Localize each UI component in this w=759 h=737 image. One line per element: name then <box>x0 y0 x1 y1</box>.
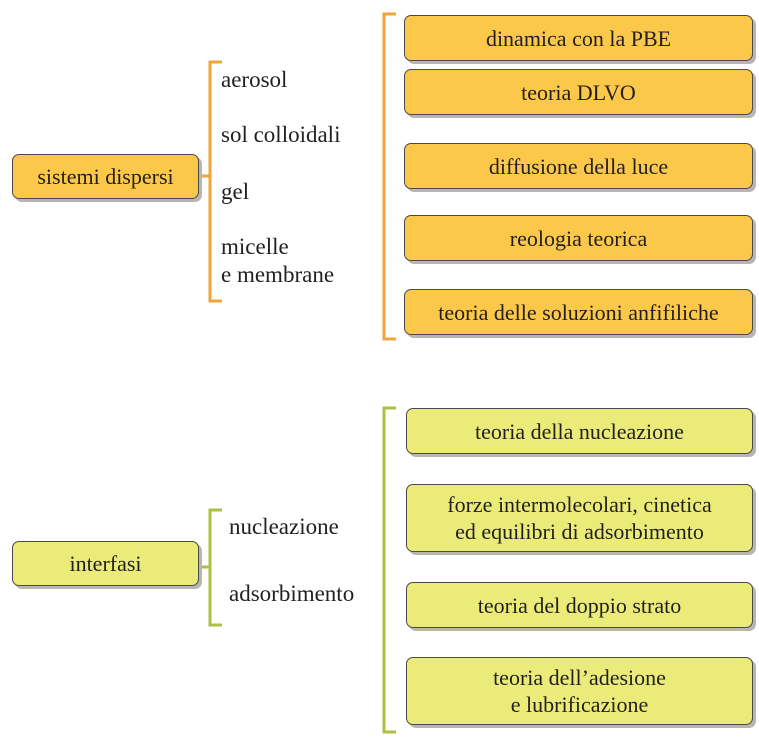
theory-label: teoria della nucleazione <box>475 418 684 444</box>
bracket-theories-2 <box>382 406 396 734</box>
root-label: interfasi <box>69 551 142 576</box>
item-adsorbimento: adsorbimento <box>229 581 355 606</box>
theory-label: teoria dell’adesione e lubrificazione <box>493 665 666 717</box>
bracket-theories-1 <box>382 12 396 341</box>
theory-box: forze intermolecolari, cinetica ed equil… <box>406 484 753 552</box>
bracket-items-2 <box>208 508 222 627</box>
item-aerosol: aerosol <box>221 67 288 92</box>
theory-box: teoria DLVO <box>404 69 753 115</box>
item-sol-colloidali: sol colloidali <box>221 122 341 147</box>
bracket-items-1 <box>208 60 222 303</box>
theory-label: forze intermolecolari, cinetica ed equil… <box>447 492 712 544</box>
theory-label: teoria DLVO <box>521 79 636 105</box>
theory-box: teoria della nucleazione <box>406 408 753 454</box>
theory-label: diffusione della luce <box>488 153 669 179</box>
theory-label: teoria del doppio strato <box>477 592 682 618</box>
root-box-sistemi-dispersi: sistemi dispersi <box>12 154 199 199</box>
theory-box: reologia teorica <box>404 215 753 261</box>
theory-box: diffusione della luce <box>404 143 753 189</box>
item-gel: gel <box>221 179 250 204</box>
theory-box: teoria delle soluzioni anfifiliche <box>404 289 753 335</box>
item-micelle-membrane: micelle e membrane <box>221 234 335 287</box>
theory-box: teoria del doppio strato <box>406 582 753 628</box>
theory-label: dinamica con la PBE <box>485 25 672 51</box>
root-label: sistemi dispersi <box>37 164 174 189</box>
theory-label: teoria delle soluzioni anfifiliche <box>438 299 719 325</box>
theory-label: reologia teorica <box>509 225 648 251</box>
item-nucleazione: nucleazione <box>229 514 339 539</box>
theory-box: teoria dell’adesione e lubrificazione <box>406 657 753 725</box>
theory-box: dinamica con la PBE <box>404 15 753 61</box>
root-box-interfasi: interfasi <box>12 541 199 586</box>
